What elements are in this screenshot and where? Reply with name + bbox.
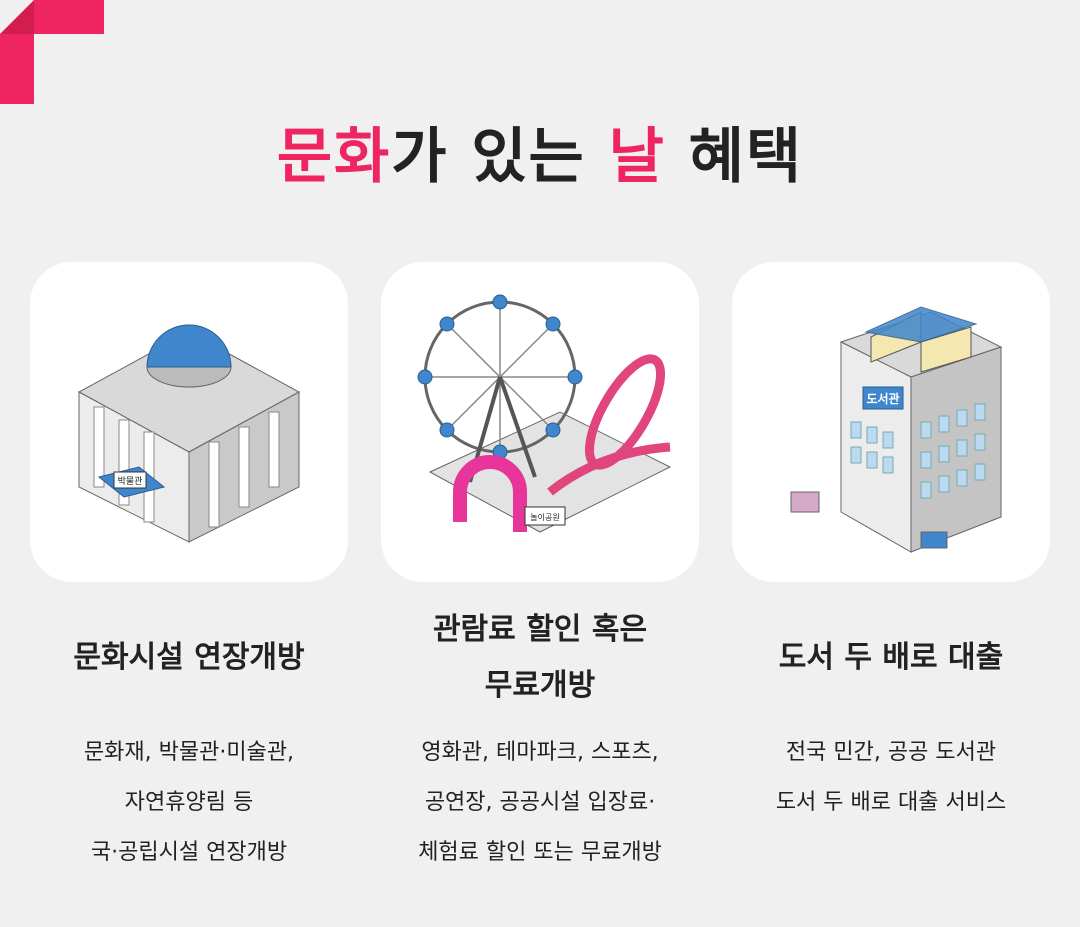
title-text: 가 있는 <box>391 122 609 192</box>
heading-line: 무료개방 <box>484 668 596 703</box>
desc-line: 국·공립시설 연장개방 <box>90 840 288 865</box>
desc-line: 영화관, 테마파크, 스포츠, <box>421 740 659 765</box>
benefit-heading: 도서 두 배로 대출 <box>778 640 1004 675</box>
title-highlight: 날 <box>608 122 666 192</box>
benefit-heading: 문화시설 연장개방 <box>73 640 305 675</box>
museum-card: 박물관 <box>30 262 348 582</box>
benefit-column-3: 도서 두 배로 대출 전국 민간, 공공 도서관 도서 두 배로 대출 서비스 <box>711 600 1071 828</box>
amusement-park-sign: 놀이공원 <box>530 512 559 522</box>
benefit-column-1: 문화시설 연장개방 문화재, 박물관·미술관, 자연휴양림 등 국·공립시설 연… <box>9 600 369 878</box>
library-sign: 도서관 <box>866 391 899 406</box>
page-title: 문화가 있는 날 혜택 <box>0 108 1080 195</box>
desc-line: 공연장, 공공시설 입장료· <box>424 790 656 815</box>
heading-line: 관람료 할인 혹은 <box>432 612 648 647</box>
desc-line: 문화재, 박물관·미술관, <box>83 740 295 765</box>
title-text: 혜택 <box>665 122 804 192</box>
desc-line: 전국 민간, 공공 도서관 <box>785 740 997 765</box>
benefit-description: 문화재, 박물관·미술관, 자연휴양림 등 국·공립시설 연장개방 <box>9 728 369 878</box>
desc-line: 체험료 할인 또는 무료개방 <box>418 840 662 865</box>
benefit-description: 영화관, 테마파크, 스포츠, 공연장, 공공시설 입장료· 체험료 할인 또는… <box>360 728 720 878</box>
museum-icon: 박물관 <box>77 324 301 543</box>
benefit-description: 전국 민간, 공공 도서관 도서 두 배로 대출 서비스 <box>711 728 1071 828</box>
corner-decoration <box>0 0 104 104</box>
library-icon: 도서관 <box>790 306 1003 553</box>
museum-sign: 박물관 <box>118 476 143 487</box>
desc-line: 자연휴양림 등 <box>124 790 254 815</box>
amusement-park-card: 놀이공원 <box>381 262 699 582</box>
amusement-park-icon: 놀이공원 <box>417 294 672 533</box>
library-card: 도서관 <box>732 262 1050 582</box>
desc-line: 도서 두 배로 대출 서비스 <box>775 790 1007 815</box>
title-highlight: 문화 <box>276 122 392 192</box>
